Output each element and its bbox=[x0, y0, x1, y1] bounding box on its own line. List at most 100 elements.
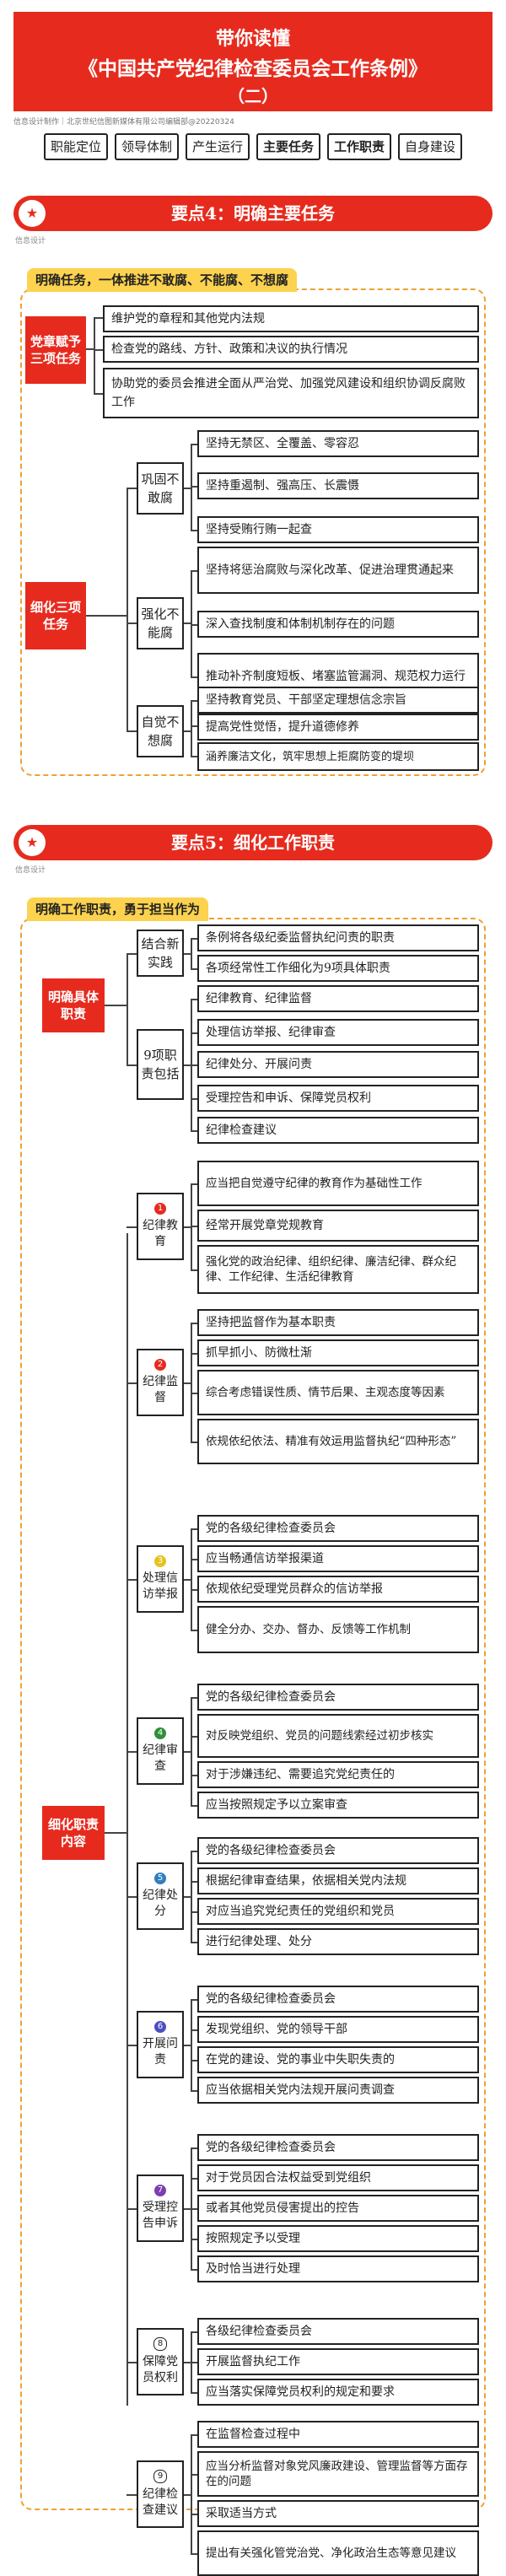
connector-line bbox=[191, 2434, 192, 2555]
connector-tick bbox=[191, 1269, 197, 1271]
connector-tick bbox=[191, 2178, 197, 2180]
section-title: 要点4：明确主要任务 bbox=[171, 203, 335, 224]
list-item: 采取适当方式 bbox=[197, 2500, 479, 2527]
list-item: 依规依纪受理党员群众的信访举报 bbox=[197, 1576, 479, 1603]
list-item: 纪律检查建议 bbox=[197, 1117, 479, 1144]
list-item: 各级纪律检查委员会 bbox=[197, 2318, 479, 2345]
list-item: 按照规定予以受理 bbox=[197, 2225, 479, 2252]
number-badge: 3 bbox=[154, 1555, 166, 1567]
list-item: 深入查找制度和体制机制存在的问题 bbox=[197, 611, 479, 638]
connector-line bbox=[191, 1851, 192, 1943]
connector-line bbox=[191, 1999, 192, 2092]
list-item: 坚持重遏制、强高压、长震慑 bbox=[197, 472, 479, 499]
list-item: 依规依纪依法、精准有效运用监督执纪“四种形态” bbox=[197, 1419, 479, 1464]
connector-tick bbox=[191, 2362, 197, 2363]
connector-tick bbox=[191, 1775, 197, 1776]
nav-item-leadership[interactable]: 领导体制 bbox=[115, 133, 179, 160]
list-item: 提出有关强化管党治党、净化政治生态等意见建议 bbox=[197, 2530, 479, 2576]
nav-item-duties[interactable]: 工作职责 bbox=[327, 133, 391, 160]
list-item: 健全分办、交办、督办、反馈等工作机制 bbox=[197, 1606, 479, 1653]
list-item: 应当畅通信访举报渠道 bbox=[197, 1545, 479, 1572]
connector-tick bbox=[126, 1226, 137, 1228]
duty-label-text: 开展问责 bbox=[143, 2037, 178, 2067]
list-item: 各项经常性工作细化为9项具体职责 bbox=[197, 955, 479, 982]
connector-tick bbox=[184, 1579, 191, 1581]
list-item: 纪律处分、开展问责 bbox=[197, 1051, 479, 1078]
connector-tick bbox=[184, 2362, 191, 2363]
connector-tick bbox=[191, 1323, 197, 1324]
star-icon: ★ bbox=[25, 205, 39, 221]
section-source: 信息设计 bbox=[15, 866, 46, 875]
list-item: 在党的建设、党的事业中失职失责的 bbox=[197, 2046, 479, 2073]
connector-tick bbox=[191, 1736, 197, 1738]
connector-tick bbox=[191, 2553, 197, 2555]
connector-tick bbox=[191, 2239, 197, 2240]
connector-tick bbox=[184, 1226, 191, 1228]
list-item: 应当把自觉遵守纪律的教育作为基础性工作 bbox=[197, 1161, 479, 1206]
nav-item-self-building[interactable]: 自身建设 bbox=[398, 133, 462, 160]
list-item: 纪律教育、纪律监督 bbox=[197, 985, 479, 1012]
connector-tick bbox=[126, 2208, 137, 2210]
title-line-1: 带你读懂 bbox=[215, 28, 290, 50]
tasks-tab-title: 明确任务，一体推进不敢腐、不能腐、不想腐 bbox=[27, 268, 298, 292]
connector-tick bbox=[191, 1393, 197, 1394]
connector-tick bbox=[191, 1630, 197, 1631]
connector-tick bbox=[191, 2392, 197, 2394]
list-item: 提高党性觉悟，提升道德修养 bbox=[197, 714, 479, 741]
connector-tick bbox=[126, 1382, 137, 1384]
connector-tick bbox=[184, 1751, 191, 1753]
connector-line bbox=[191, 1183, 192, 1271]
group-label-refined-tasks: 细化三项任务 bbox=[25, 582, 86, 649]
connector-tick bbox=[191, 2029, 197, 2031]
nav-item-function[interactable]: 职能定位 bbox=[44, 133, 108, 160]
connector-tick bbox=[191, 1942, 197, 1943]
connector-tick bbox=[191, 2331, 197, 2333]
connector-tick bbox=[191, 1183, 197, 1185]
list-item: 党的各级纪律检查委员会 bbox=[197, 1986, 479, 2013]
list-item: 应当按照规定予以立案审查 bbox=[197, 1792, 479, 1819]
list-item: 坚持把监督作为基本职责 bbox=[197, 1309, 479, 1336]
group-label-specific-duties: 明确具体职责 bbox=[42, 978, 105, 1032]
sub-label-deter: 巩固不敢腐 bbox=[137, 462, 184, 515]
list-item: 强化党的政治纪律、组织纪律、廉洁纪律、群众纪律、工作纪律、生活纪律教育 bbox=[197, 1245, 479, 1294]
list-item: 根据纪律审查结果，依据相关党内法规 bbox=[197, 1867, 479, 1894]
number-badge: 5 bbox=[154, 1873, 166, 1884]
connector-tick bbox=[191, 1805, 197, 1807]
connector-tick bbox=[191, 1226, 197, 1227]
connector-tick bbox=[191, 1881, 197, 1883]
duty-label-text: 纪律监督 bbox=[143, 1374, 178, 1404]
connector-tick bbox=[191, 1353, 197, 1355]
group-label-three-tasks: 党章赋予三项任务 bbox=[25, 316, 86, 384]
list-item: 开展监督执纪工作 bbox=[197, 2348, 479, 2375]
connector-tick bbox=[184, 2493, 191, 2496]
section-banner-5: ★ 要点5：细化工作职责 bbox=[13, 825, 493, 860]
list-item: 对于涉嫌违纪、需要追究党纪责任的 bbox=[197, 1761, 479, 1788]
list-item: 应当落实保障党员权利的规定和要求 bbox=[197, 2379, 479, 2406]
connector-tick bbox=[191, 1442, 197, 1443]
number-badge: 1 bbox=[154, 1203, 166, 1215]
list-item: 党的各级纪律检查委员会 bbox=[197, 1684, 479, 1711]
connector-tick bbox=[191, 1851, 197, 1852]
duty-label-text: 纪律处分 bbox=[143, 1889, 178, 1918]
list-item: 经常开展党章党规教育 bbox=[197, 1210, 479, 1242]
list-item: 检查党的路线、方针、政策和决议的执行情况 bbox=[103, 336, 479, 363]
connector-tick bbox=[126, 2362, 137, 2363]
list-item: 涵养廉洁文化，筑牢思想上拒腐防变的堤坝 bbox=[197, 742, 479, 771]
list-item: 协助党的委员会推进全面从严治党、加强党风建设和组织协调反腐败工作 bbox=[103, 368, 479, 418]
list-item: 对反映党组织、党员的问题线索经过初步核实 bbox=[197, 1714, 479, 1758]
duty-label-text: 受理控告申诉 bbox=[143, 2201, 178, 2230]
connector-tick bbox=[191, 2060, 197, 2061]
nav-item-operation[interactable]: 产生运行 bbox=[186, 133, 250, 160]
duty-label-text: 纪律检查建议 bbox=[143, 2487, 178, 2517]
list-item: 及时恰当进行处理 bbox=[197, 2255, 479, 2282]
connector-tick bbox=[126, 1896, 137, 1898]
nav-item-main-tasks[interactable]: 主要任务 bbox=[256, 133, 320, 160]
list-item: 维护党的章程和其他党内法规 bbox=[103, 305, 479, 332]
list-item: 综合考虑错误性质、情节后果、主观态度等因素 bbox=[197, 1370, 479, 1415]
connector-tick bbox=[184, 1382, 191, 1384]
list-item: 党的各级纪律检查委员会 bbox=[197, 1837, 479, 1864]
list-item: 处理信访举报、纪律审查 bbox=[197, 1019, 479, 1046]
